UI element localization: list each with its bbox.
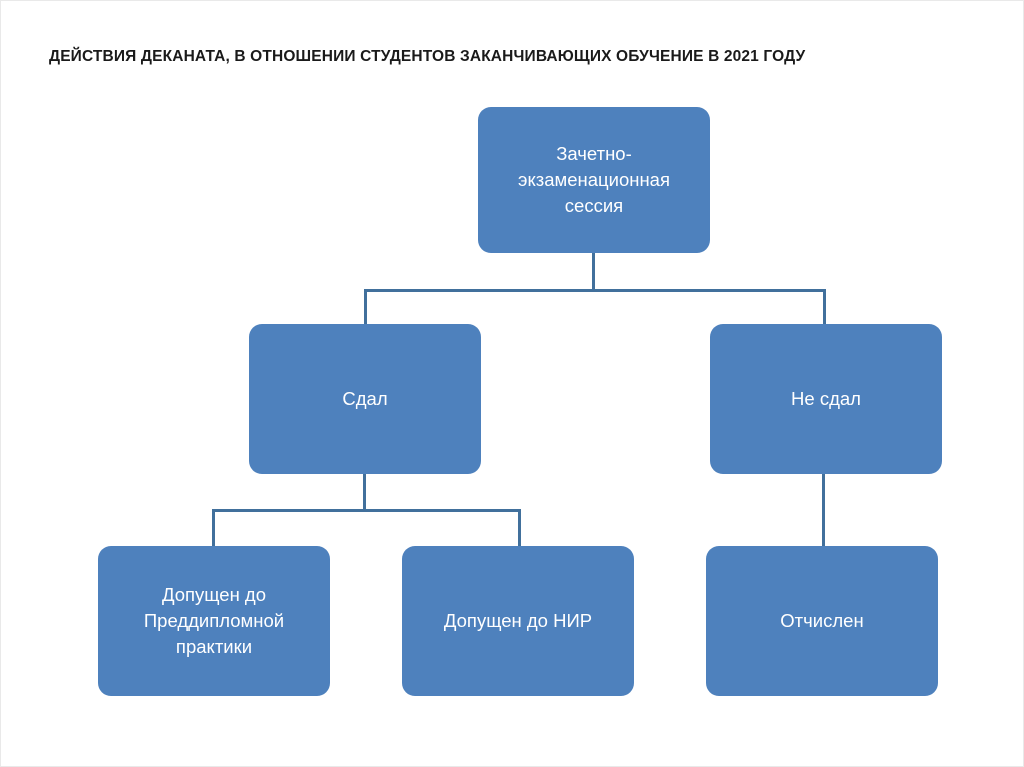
node-expelled-label: Отчислен [780, 609, 864, 631]
connector-level1-bus [364, 289, 826, 292]
node-root-session[interactable]: Зачетно- экзаменационная сессия [478, 107, 710, 253]
node-passed-label: Сдал [342, 387, 388, 409]
node-nir[interactable]: Допущен до НИР [402, 546, 634, 696]
node-passed[interactable]: Сдал [249, 324, 481, 474]
node-failed[interactable]: Не сдал [710, 324, 942, 474]
connector-to-failed [823, 289, 826, 326]
node-failed-label: Не сдал [791, 387, 861, 409]
node-expelled[interactable]: Отчислен [706, 546, 938, 696]
node-pre-diploma-practice[interactable]: Допущен до Преддипломной практики [98, 546, 330, 696]
connector-to-expelled [822, 474, 825, 548]
connector-root-stem [592, 253, 595, 291]
node-nir-label: Допущен до НИР [443, 609, 593, 631]
page-title: ДЕЙСТВИЯ ДЕКАНАТА, В ОТНОШЕНИИ СТУДЕНТОВ… [49, 48, 806, 65]
connector-to-passed [364, 289, 367, 326]
connector-passed-stem [363, 474, 366, 512]
connector-to-nir [518, 509, 521, 548]
connector-level2-bus [212, 509, 521, 512]
node-pre-diploma-practice-label: Допущен до Преддипломной практики [143, 583, 285, 658]
node-root-session-label: Зачетно- экзаменационная сессия [518, 142, 670, 217]
connector-to-pre-diploma [212, 509, 215, 548]
